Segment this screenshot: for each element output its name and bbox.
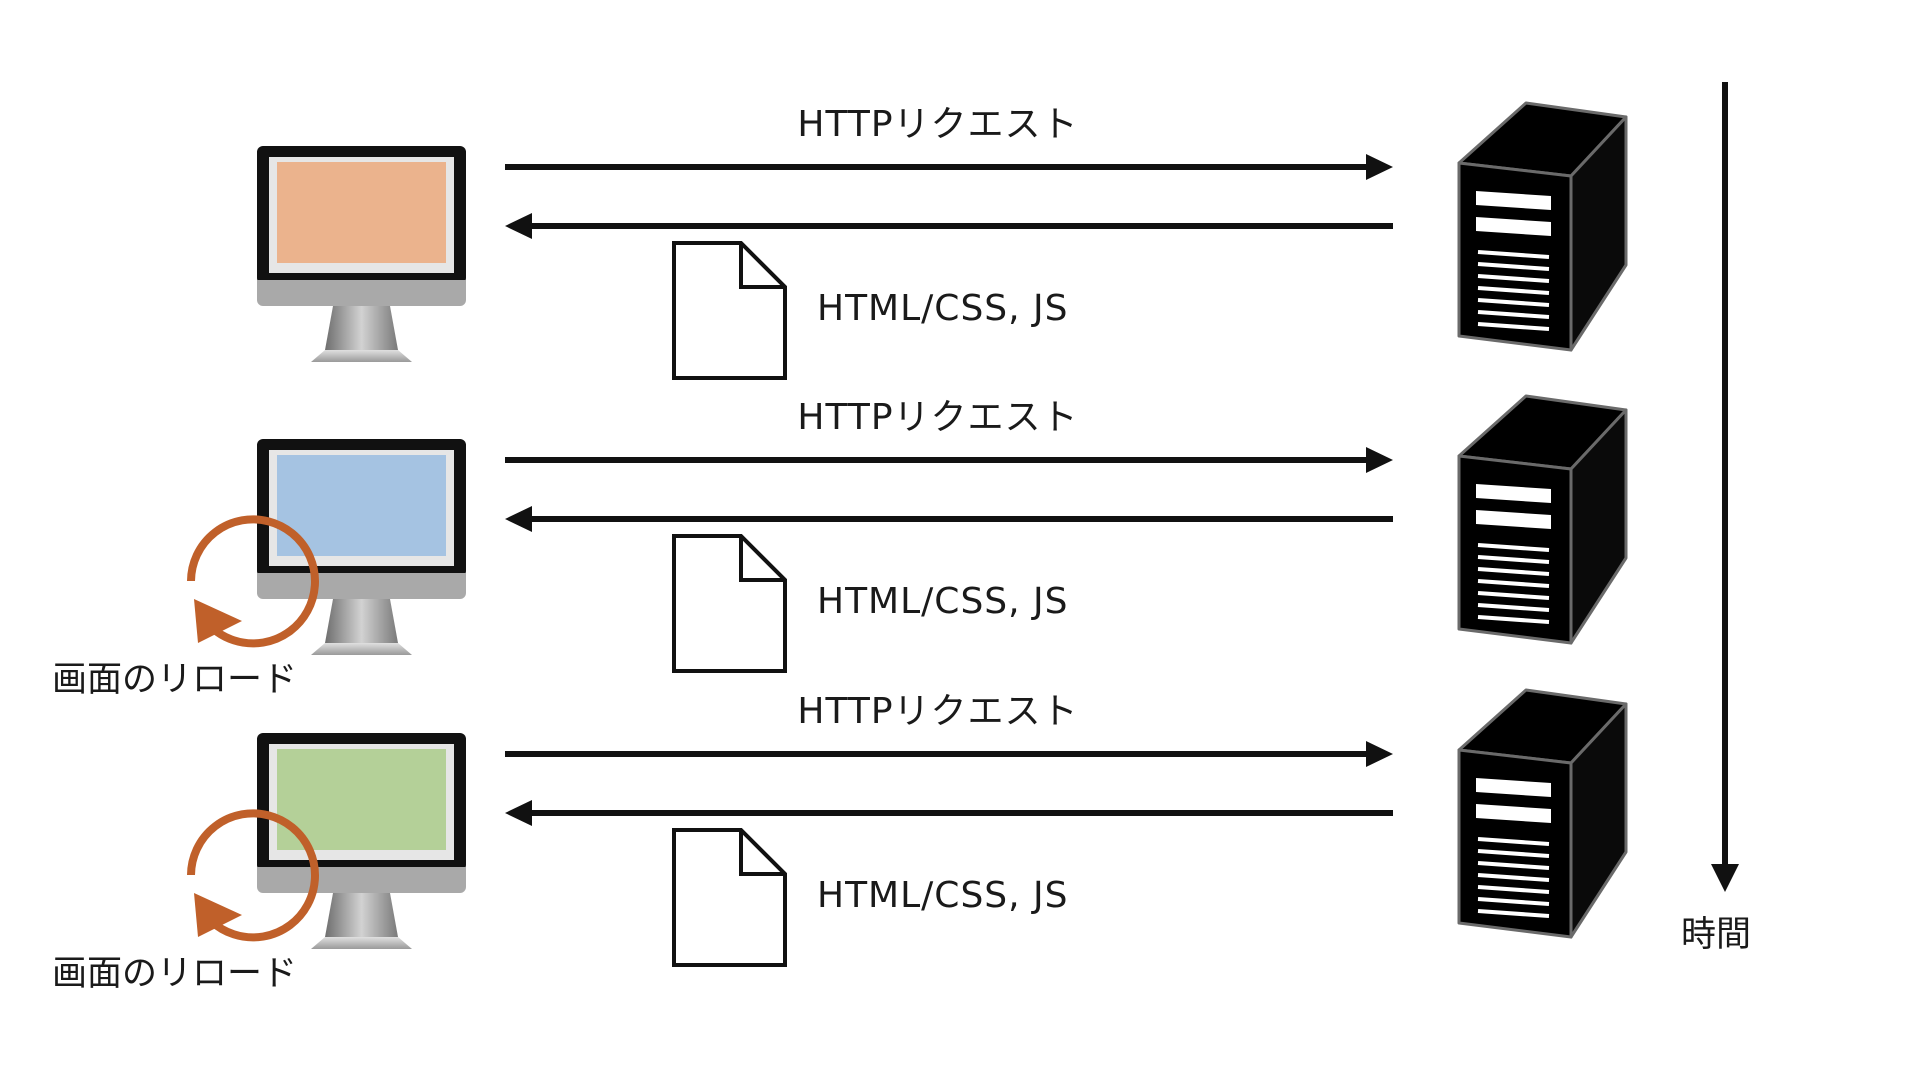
document-icon — [672, 534, 787, 673]
response-label: HTML/CSS, JS — [817, 875, 1069, 916]
exchange-row: HTTPリクエスト HTML/CSS, JS — [257, 101, 1628, 380]
screen-display — [277, 162, 446, 263]
exchange-row: 画面のリロード HTTPリクエスト HTML/CSS, JS — [52, 394, 1628, 700]
reload-arrow-icon — [187, 809, 319, 942]
request-label: HTTPリクエスト — [797, 104, 1078, 145]
request-arrow — [505, 741, 1393, 767]
timeline-label: 時間 — [1681, 915, 1751, 955]
server-tower-icon — [1457, 394, 1628, 645]
request-label: HTTPリクエスト — [797, 691, 1078, 732]
computer-monitor-icon — [257, 733, 466, 949]
document-icon — [672, 828, 787, 967]
response-arrow — [505, 213, 1393, 239]
request-arrow — [505, 154, 1393, 180]
screen-display — [277, 455, 446, 556]
request-arrow — [505, 447, 1393, 473]
server-tower-icon — [1457, 101, 1628, 352]
response-arrow — [505, 506, 1393, 532]
document-icon — [672, 241, 787, 380]
server-tower-icon — [1457, 688, 1628, 939]
response-label: HTML/CSS, JS — [817, 288, 1069, 329]
response-label: HTML/CSS, JS — [817, 581, 1069, 622]
exchange-row: 画面のリロード HTTPリクエスト HTML/CSS, JS — [52, 688, 1628, 994]
screen-display — [277, 749, 446, 850]
reload-label: 画面のリロード — [52, 954, 297, 994]
response-arrow — [505, 800, 1393, 826]
reload-label: 画面のリロード — [52, 660, 297, 700]
request-label: HTTPリクエスト — [797, 397, 1078, 438]
computer-monitor-icon — [257, 439, 466, 655]
reload-arrow-icon — [187, 515, 319, 648]
computer-monitor-icon — [257, 146, 466, 362]
timeline-arrow — [1711, 82, 1739, 892]
